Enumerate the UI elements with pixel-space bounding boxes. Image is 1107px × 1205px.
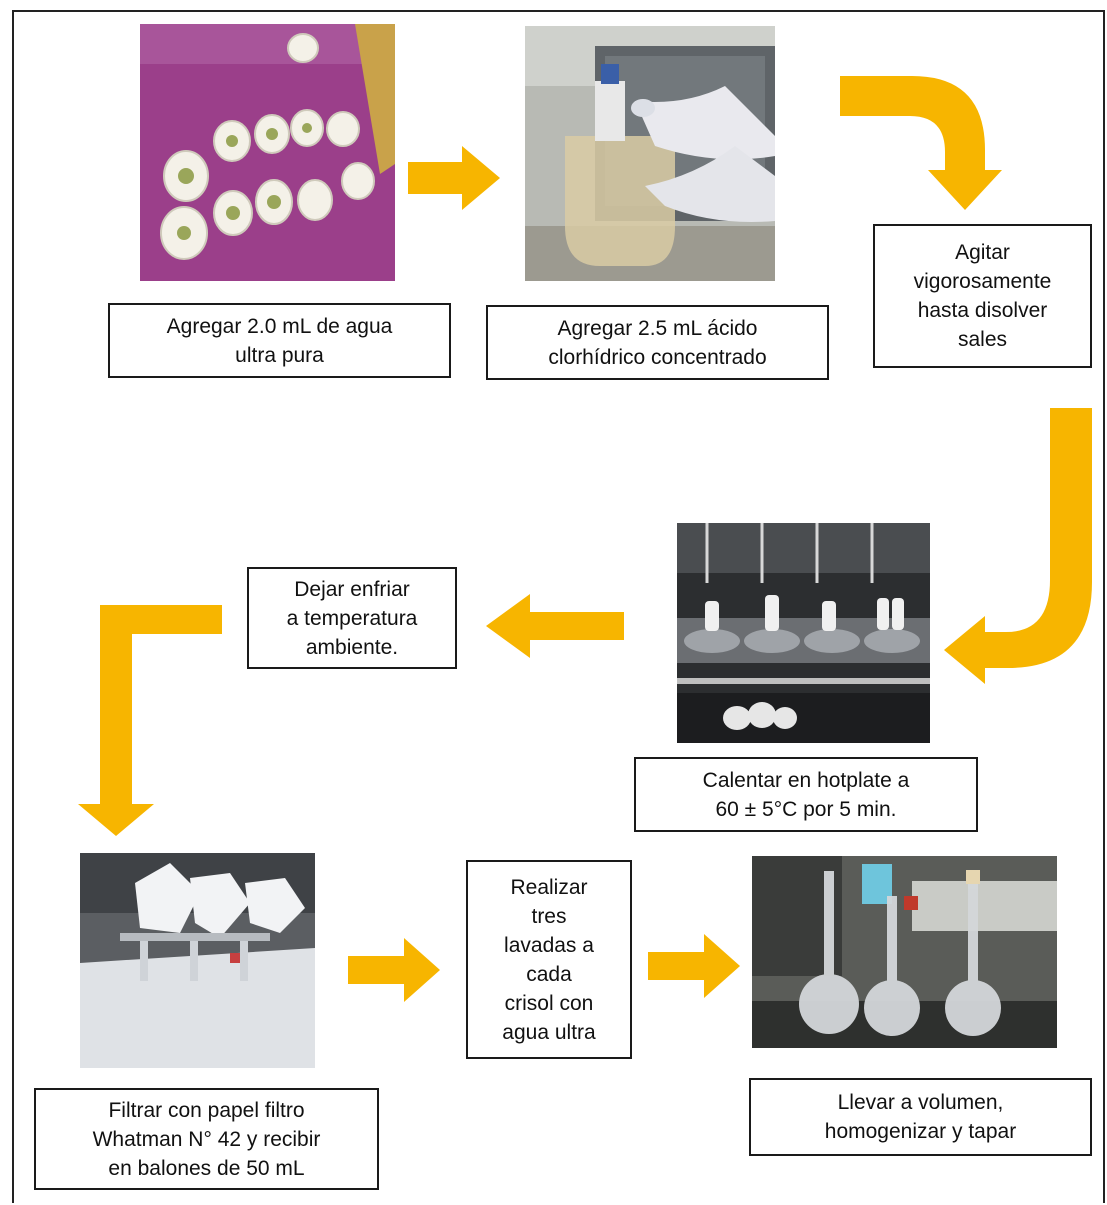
step-box-cool: Dejar enfriar a temperatura ambiente. [247, 567, 457, 669]
step-label: Calentar en hotplate a 60 ± 5°C por 5 mi… [702, 768, 910, 821]
step-box-heat: Calentar en hotplate a 60 ± 5°C por 5 mi… [634, 757, 978, 832]
step-label: Agitar vigorosamente hasta disolver sale… [913, 241, 1052, 351]
crucibles-photo [140, 24, 395, 281]
step-box-wash: Realizar tres lavadas a cada crisol con … [466, 860, 632, 1059]
volumetric-flasks-photo [752, 856, 1057, 1048]
filtration-photo [80, 853, 315, 1068]
step-label: Dejar enfriar a temperatura ambiente. [286, 577, 418, 659]
step-label: Realizar tres lavadas a cada crisol con … [502, 875, 596, 1044]
step-label: Llevar a volumen, homogenizar y tapar [824, 1091, 1017, 1143]
acid-dispensing-photo [525, 26, 775, 281]
step-label: Agregar 2.0 mL de agua ultra pura [166, 314, 393, 367]
hotplate-photo [677, 523, 930, 743]
step-box-volume: Llevar a volumen, homogenizar y tapar [749, 1078, 1092, 1156]
step-label: Filtrar con papel filtro Whatman N° 42 y… [92, 1098, 321, 1180]
step-box-add-acid: Agregar 2.5 mL ácido clorhídrico concent… [486, 305, 829, 380]
diagram-frame [12, 10, 1105, 1203]
step-box-add-water: Agregar 2.0 mL de agua ultra pura [108, 303, 451, 378]
step-box-shake: Agitar vigorosamente hasta disolver sale… [873, 224, 1092, 368]
step-box-filter: Filtrar con papel filtro Whatman N° 42 y… [34, 1088, 379, 1190]
step-label: Agregar 2.5 mL ácido clorhídrico concent… [548, 316, 767, 369]
